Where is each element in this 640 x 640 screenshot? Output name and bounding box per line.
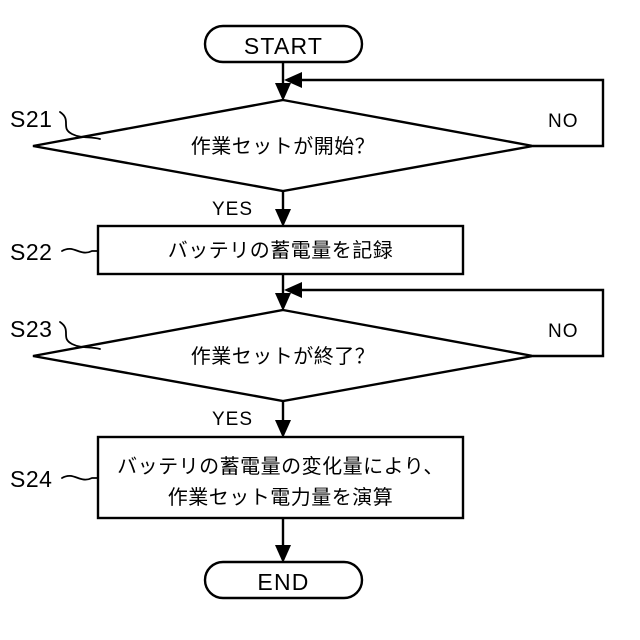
s21-decision-label: 作業セットが開始？ [190,133,376,158]
branch-label-s21-no: NO [548,111,579,132]
end-label: END [257,569,310,595]
arrowhead-s21-no-rejoin [284,72,302,88]
step-label-s22: S22 [10,239,53,265]
connector-s23-no-loop [292,288,605,358]
start-label: START [243,33,324,59]
step-label-s21: S21 [10,106,53,132]
connector-s21-no-loop [292,78,605,148]
branch-label-s23-yes: YES [212,409,254,430]
s22-process-label: バッテリの蓄電量を記録 [167,237,394,262]
leader-line-s21 [59,111,101,140]
leader-line-s24 [61,474,99,481]
branch-label-s21-yes: YES [212,199,254,220]
arrowhead-into-s22 [275,209,291,227]
arrowhead-into-s24 [275,420,291,438]
end-terminator-shape [203,560,364,600]
arrowhead-into-s21 [275,83,291,101]
branch-label-s23-no: NO [548,321,579,342]
step-label-s24: S24 [10,466,53,492]
arrowhead-s23-no-rejoin [284,282,302,298]
s24-process-label-line1: バッテリの蓄電量の変化量により、 [117,454,444,478]
leader-line-s23 [59,321,101,350]
s22-process-shape [96,224,465,276]
s24-process-label-line2: 作業セット電力量を演算 [167,485,394,509]
s23-decision-label: 作業セットが終了？ [190,343,376,368]
s24-process-shape [96,435,465,520]
arrowhead-into-end [275,545,291,563]
arrowhead-into-s23 [275,293,291,311]
leader-line-s22 [61,247,99,254]
step-label-s23: S23 [10,316,53,342]
